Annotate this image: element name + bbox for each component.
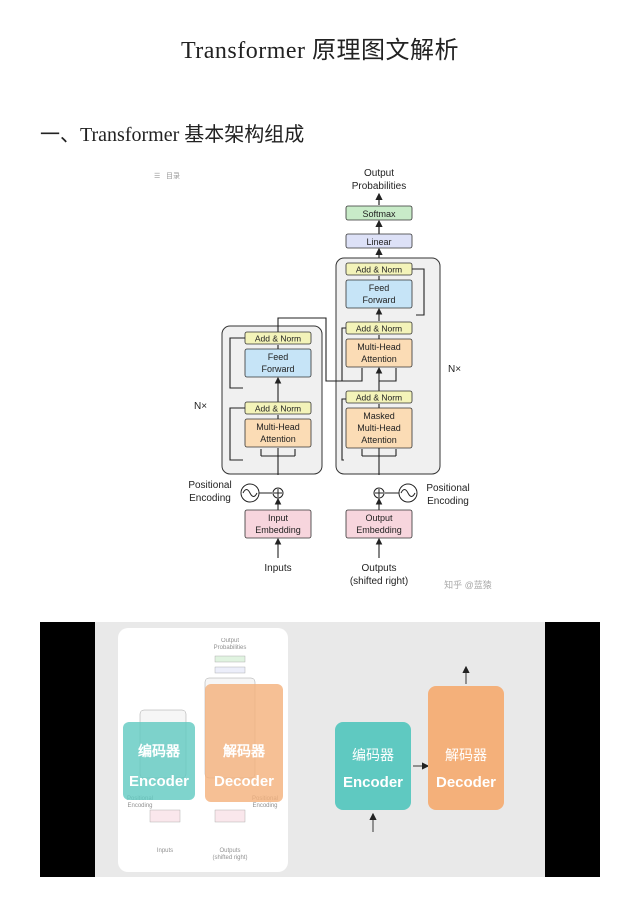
- svg-text:Feed: Feed: [268, 352, 289, 362]
- svg-text:Add & Norm: Add & Norm: [356, 393, 402, 403]
- svg-text:Forward: Forward: [261, 364, 294, 374]
- svg-text:Feed: Feed: [369, 283, 390, 293]
- svg-text:Outputs: Outputs: [219, 848, 240, 854]
- svg-text:Encoding: Encoding: [252, 803, 277, 809]
- svg-text:Multi-Head: Multi-Head: [357, 423, 401, 433]
- svg-text:Add & Norm: Add & Norm: [255, 334, 301, 344]
- svg-text:Encoding: Encoding: [427, 496, 469, 507]
- softmax-label: Softmax: [362, 209, 396, 219]
- outputs-label: Outputs: [361, 563, 396, 574]
- encoder-decoder-overview: Output Probabilities Inputs Outputs (shi…: [40, 622, 600, 877]
- encoder-block: [335, 722, 411, 810]
- encoder-container: [221, 325, 323, 475]
- document-title: Transformer 原理图文解析: [180, 38, 460, 64]
- svg-text:Encoding: Encoding: [189, 493, 231, 504]
- svg-text:Input: Input: [268, 513, 289, 523]
- encoder-nx-label: N×: [194, 401, 207, 412]
- decoder-block: [428, 686, 504, 810]
- svg-text:Output: Output: [221, 638, 239, 644]
- svg-text:☰: ☰: [154, 173, 160, 180]
- inputs-label: Inputs: [264, 563, 291, 574]
- svg-text:Add & Norm: Add & Norm: [356, 265, 402, 275]
- encoder-cn-label: 编码器: [352, 747, 394, 763]
- mini-encoder-overlay: [123, 722, 195, 800]
- encoder-en-label: Encoder: [343, 774, 403, 791]
- svg-text:Attention: Attention: [361, 435, 397, 445]
- svg-text:(shifted right): (shifted right): [212, 855, 247, 861]
- svg-text:Output: Output: [365, 513, 393, 523]
- svg-text:Embedding: Embedding: [356, 525, 402, 535]
- svg-text:Attention: Attention: [260, 434, 296, 444]
- svg-text:Add & Norm: Add & Norm: [255, 404, 301, 414]
- svg-text:Positional: Positional: [188, 480, 231, 491]
- mini-decoder-overlay: [205, 684, 283, 802]
- toolbar-label: 目录: [166, 172, 180, 180]
- output-label-line2: Probabilities: [352, 181, 406, 192]
- decoder-add-norm-1: [345, 390, 413, 404]
- svg-text:Encoding: Encoding: [127, 803, 152, 809]
- watermark-text: 知乎 @蓝猿: [444, 579, 492, 590]
- svg-text:Forward: Forward: [362, 295, 395, 305]
- svg-text:Multi-Head: Multi-Head: [357, 342, 401, 352]
- svg-text:Encoder: Encoder: [129, 773, 189, 790]
- linear-label: Linear: [366, 237, 391, 247]
- section-heading: 一、Transformer 基本架构组成: [40, 124, 305, 146]
- svg-text:Probabilities: Probabilities: [214, 645, 247, 651]
- svg-text:Decoder: Decoder: [214, 773, 274, 790]
- outputs-shifted-label: (shifted right): [350, 576, 408, 587]
- svg-text:Masked: Masked: [363, 411, 395, 421]
- svg-text:Multi-Head: Multi-Head: [256, 422, 300, 432]
- toolbar-icon: ☰ 目录: [154, 172, 180, 180]
- decoder-nx-label: N×: [448, 364, 461, 375]
- decoder-cn-label: 解码器: [445, 747, 487, 763]
- svg-text:解码器: 解码器: [223, 743, 266, 759]
- svg-text:Inputs: Inputs: [157, 848, 173, 854]
- svg-text:Attention: Attention: [361, 354, 397, 364]
- svg-text:Embedding: Embedding: [255, 525, 301, 535]
- svg-text:Positional: Positional: [426, 483, 469, 494]
- output-label-line1: Output: [364, 168, 394, 179]
- decoder-en-label: Decoder: [436, 774, 496, 791]
- transformer-architecture-diagram: ☰ 目录 Output Probabilities Softmax Linear…: [154, 168, 492, 590]
- svg-text:编码器: 编码器: [138, 743, 181, 759]
- svg-text:Add & Norm: Add & Norm: [356, 324, 402, 334]
